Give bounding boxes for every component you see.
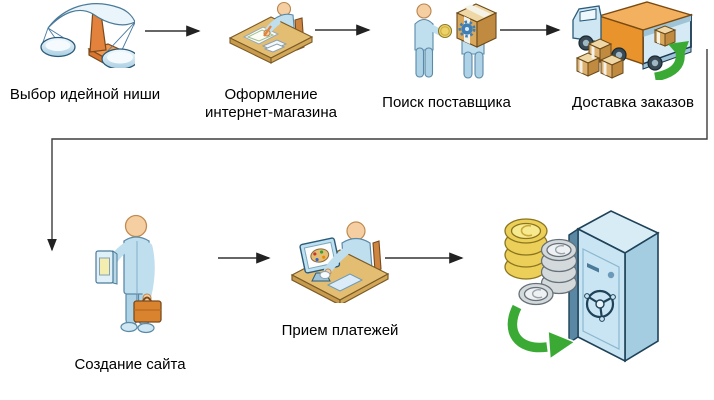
step-site-creation: Создание сайта [55, 211, 205, 374]
step-label: Оформление интернет-магазина [205, 86, 337, 121]
person-with-phone-icon [94, 214, 162, 334]
person-at-computer-icon [290, 221, 390, 303]
step-label: Выбор идейной ниши [9, 86, 161, 103]
step-label: Доставка заказов [572, 94, 694, 111]
step-find-supplier: Поиск поставщика [374, 0, 519, 112]
supplier-with-box-icon [414, 3, 498, 79]
step-label: Прием платежей [281, 322, 399, 339]
step-label: Поиск поставщика [382, 94, 511, 111]
delivery-truck-icon [572, 1, 694, 80]
safe-with-coins-icon [504, 210, 660, 363]
step-order-delivery: Доставка заказов [561, 0, 705, 112]
step-profit-safe [503, 209, 663, 367]
step-niche-selection: Выбор идейной ниши [0, 0, 170, 104]
person-writing-at-desk-icon [228, 1, 314, 64]
step-store-design: Оформление интернет-магазина [196, 0, 346, 122]
balance-scale-icon [40, 3, 135, 68]
step-accept-payments: Прием платежей [265, 217, 415, 340]
step-label: Создание сайта [74, 356, 186, 373]
